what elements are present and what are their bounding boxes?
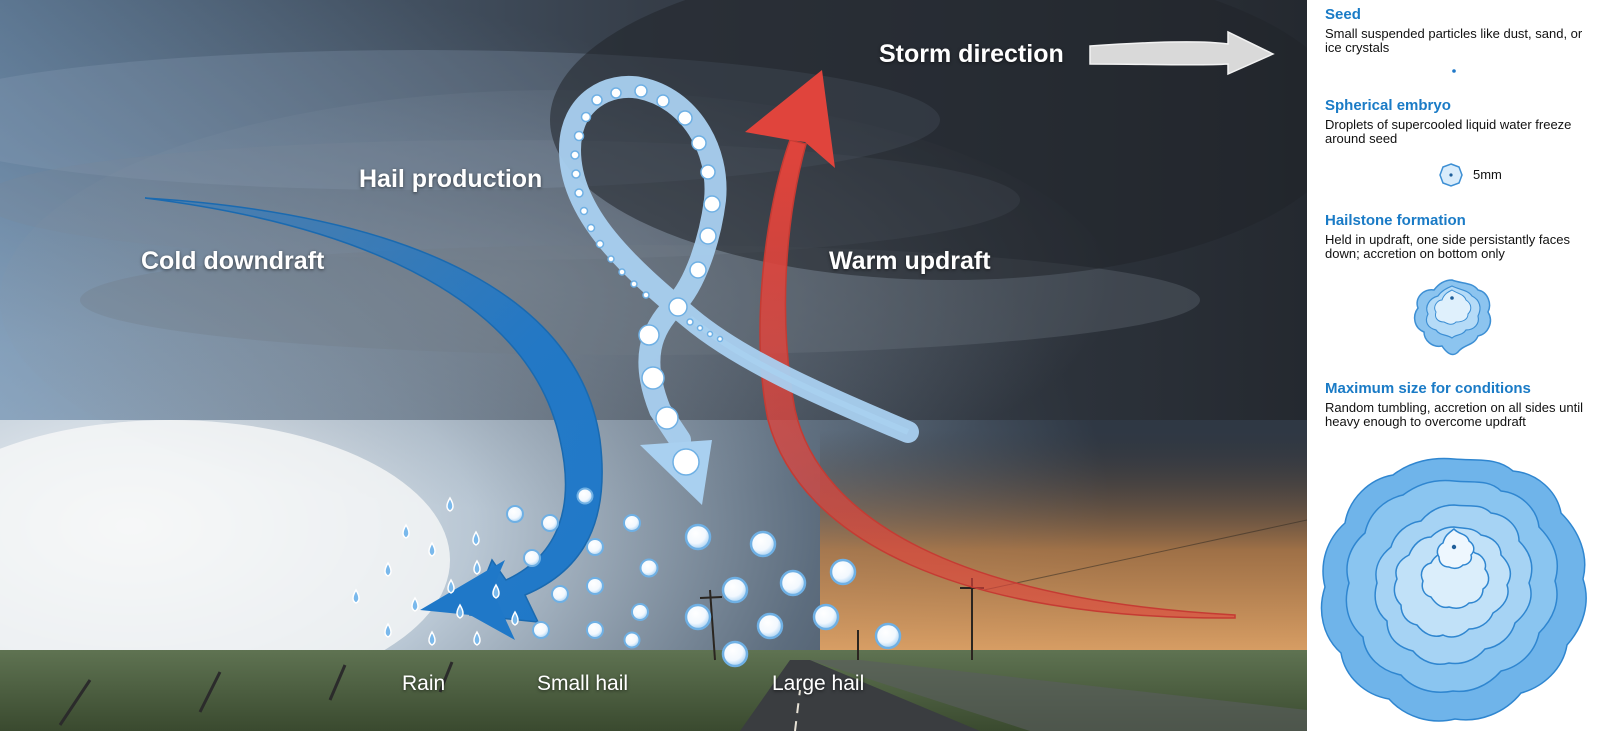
- embryo-size-label: 5mm: [1473, 167, 1502, 182]
- storm-direction-arrow: [1089, 30, 1275, 76]
- small-hail-stones: [506, 487, 659, 649]
- hail-production-label: Hail production: [359, 165, 543, 193]
- stage-maximum-size: Maximum size for conditions Random tumbl…: [1325, 380, 1593, 429]
- large-hail-stones: [684, 523, 902, 668]
- storm-scene: Storm direction Hail production Cold dow…: [0, 0, 1307, 731]
- hailstone-max-icon: [1320, 457, 1587, 722]
- stage-hailstone-formation: Hailstone formation Held in updraft, one…: [1325, 212, 1593, 261]
- cold-downdraft-label: Cold downdraft: [141, 247, 325, 275]
- stage-formation-description: Held in updraft, one side persistantly f…: [1325, 232, 1570, 261]
- stage-embryo-title: Spherical embryo: [1325, 97, 1451, 114]
- hailstone-forming-icon: [1413, 279, 1492, 356]
- small-hail-label: Small hail: [537, 672, 629, 695]
- warm-updraft-arrow: [745, 70, 1236, 619]
- seed-dot-icon: [1452, 69, 1456, 73]
- rain-drops: [352, 496, 519, 646]
- stage-seed-description: Small suspended particles like dust, san…: [1325, 26, 1583, 55]
- stage-maximum-title: Maximum size for conditions: [1325, 380, 1531, 397]
- stage-formation-title: Hailstone formation: [1325, 212, 1466, 229]
- stage-seed: Seed Small suspended particles like dust…: [1325, 6, 1593, 55]
- storm-illustration: [0, 0, 1307, 731]
- stage-embryo-description: Droplets of supercooled liquid water fre…: [1325, 117, 1572, 146]
- embryo-icon: [1439, 163, 1463, 187]
- hail-production-loop: [558, 76, 919, 505]
- warm-updraft-label: Warm updraft: [829, 247, 991, 275]
- storm-direction-label: Storm direction: [879, 40, 1064, 68]
- large-hail-label: Large hail: [772, 672, 865, 695]
- hailstone-stages-panel: Seed Small suspended particles like dust…: [1307, 0, 1600, 731]
- stage-seed-title: Seed: [1325, 6, 1361, 23]
- stage-spherical-embryo: Spherical embryo Droplets of supercooled…: [1325, 97, 1593, 146]
- stage-maximum-description: Random tumbling, accretion on all sides …: [1325, 400, 1583, 429]
- rain-label: Rain: [402, 672, 446, 695]
